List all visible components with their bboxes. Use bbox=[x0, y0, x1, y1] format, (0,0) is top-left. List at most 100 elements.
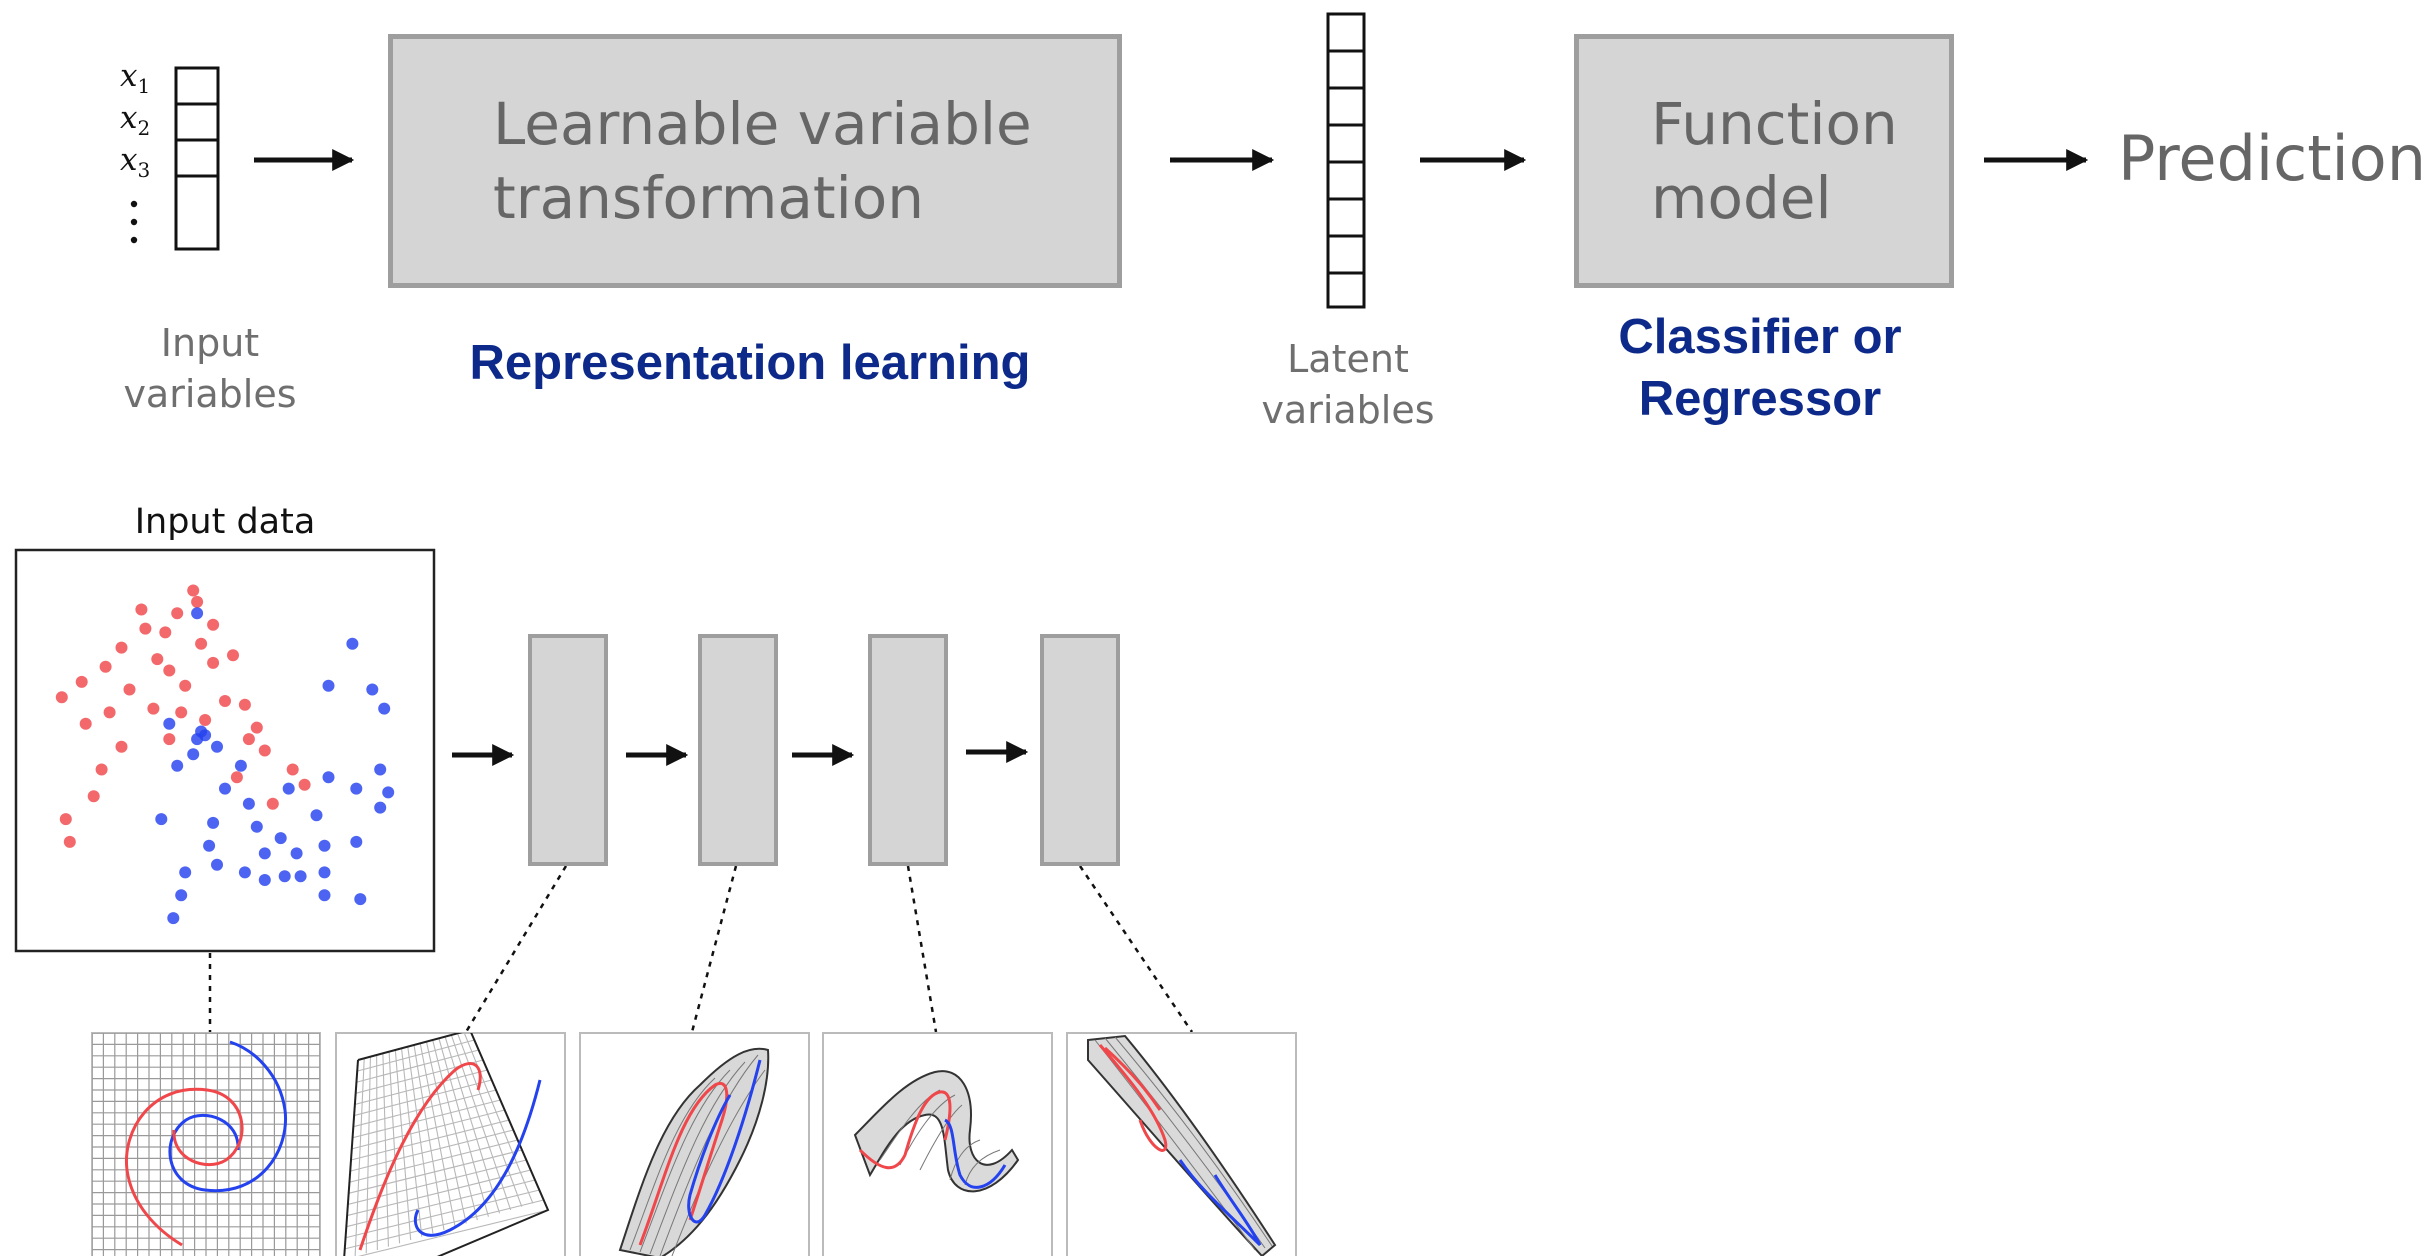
connector-layer-4 bbox=[1078, 865, 1194, 1033]
scatter-point bbox=[87, 790, 100, 803]
transformation-box: Learnable variable transformation bbox=[388, 34, 1122, 288]
scatter-point bbox=[115, 740, 128, 753]
scatter-point bbox=[278, 870, 291, 883]
scatter-point bbox=[163, 664, 176, 677]
scatter-point bbox=[350, 782, 363, 795]
scatter-point bbox=[207, 618, 220, 631]
input-variables-caption: Input variables bbox=[123, 321, 297, 416]
layer-box-1 bbox=[528, 634, 608, 866]
scatter-point bbox=[366, 683, 379, 696]
scatter-point bbox=[207, 816, 220, 829]
scatter-point bbox=[179, 679, 192, 692]
scatter-point bbox=[139, 622, 152, 635]
latent-cell bbox=[1326, 197, 1366, 238]
transform-panel-5 bbox=[1066, 1032, 1297, 1256]
input-cell bbox=[174, 66, 220, 106]
scatter-point bbox=[374, 763, 387, 776]
latent-cell bbox=[1326, 86, 1366, 127]
prediction-label: Prediction bbox=[2118, 122, 2427, 195]
scatter-point bbox=[175, 889, 188, 902]
scatter-point bbox=[199, 714, 212, 726]
scatter-point bbox=[167, 912, 180, 925]
function-model-box: Function model bbox=[1574, 34, 1954, 288]
layer-box-2 bbox=[698, 634, 778, 866]
scatter-point bbox=[258, 744, 271, 757]
scatter-point bbox=[191, 595, 204, 608]
scatter-point bbox=[378, 702, 391, 715]
scatter-point bbox=[59, 813, 72, 826]
connector-layer-3 bbox=[906, 865, 938, 1033]
scatter-point bbox=[147, 702, 160, 715]
scatter-point bbox=[238, 698, 251, 711]
input-data-title: Input data bbox=[134, 502, 316, 542]
scatter-points bbox=[55, 584, 395, 925]
transform-panel-4 bbox=[822, 1032, 1053, 1256]
scatter-point bbox=[187, 748, 200, 761]
representation-learning-caption: Representation learning bbox=[469, 336, 1031, 390]
scatter-point bbox=[187, 584, 200, 597]
scatter-point bbox=[258, 847, 271, 860]
scatter-point bbox=[282, 782, 295, 795]
scatter-point bbox=[191, 607, 204, 620]
scatter-point bbox=[95, 763, 108, 776]
scatter-point bbox=[211, 740, 223, 753]
scatter-point bbox=[318, 889, 331, 902]
scatter-point bbox=[207, 656, 220, 669]
scatter-point bbox=[230, 771, 243, 784]
scatter-point bbox=[374, 801, 387, 814]
connector-layer-1 bbox=[464, 865, 568, 1033]
scatter-point bbox=[274, 832, 287, 845]
scatter-point bbox=[199, 729, 212, 742]
scatter-point bbox=[250, 721, 263, 734]
input-cell bbox=[174, 138, 220, 178]
scatter-point bbox=[350, 835, 363, 848]
scatter-point bbox=[159, 626, 172, 639]
input-variable-2: x2 bbox=[120, 100, 151, 141]
scatter-point bbox=[354, 893, 367, 906]
scatter-point bbox=[310, 809, 323, 822]
scatter-point bbox=[242, 733, 255, 746]
latent-cell bbox=[1326, 160, 1366, 201]
vertical-ellipsis bbox=[130, 200, 138, 244]
input-variable-3: x3 bbox=[120, 142, 151, 183]
scatter-point bbox=[151, 653, 164, 666]
scatter-point bbox=[346, 637, 359, 650]
transformation-box-label: Learnable variable transformation bbox=[493, 90, 1032, 232]
scatter-point bbox=[298, 778, 311, 791]
input-data-plot-frame bbox=[14, 548, 436, 953]
scatter-point bbox=[242, 797, 255, 810]
scatter-point bbox=[318, 866, 331, 879]
input-vector bbox=[174, 66, 220, 251]
scatter-point bbox=[155, 813, 168, 826]
scatter-point bbox=[203, 839, 216, 852]
classifier-regressor-caption: Classifier or Regressor bbox=[1618, 310, 1902, 426]
connector-layer-2 bbox=[690, 865, 738, 1033]
latent-vector bbox=[1326, 12, 1366, 309]
scatter-point bbox=[163, 733, 176, 746]
scatter-point bbox=[227, 649, 239, 662]
scatter-point bbox=[290, 847, 303, 860]
scatter-point bbox=[115, 641, 128, 654]
function-model-box-label: Function model bbox=[1651, 90, 1898, 232]
scatter-point bbox=[175, 706, 188, 719]
input-variable-1: x1 bbox=[120, 58, 151, 99]
latent-cell bbox=[1326, 123, 1366, 164]
scatter-point bbox=[322, 771, 335, 784]
input-cell bbox=[174, 174, 220, 251]
scatter-point bbox=[211, 858, 223, 871]
scatter-point bbox=[219, 695, 231, 707]
scatter-point bbox=[75, 675, 88, 688]
scatter-point bbox=[171, 607, 184, 620]
latent-cell bbox=[1326, 12, 1366, 53]
scatter-point bbox=[171, 759, 184, 772]
transform-panel-3 bbox=[579, 1032, 810, 1256]
scatter-point bbox=[382, 786, 395, 799]
scatter-point bbox=[163, 717, 176, 730]
layer-box-4 bbox=[1040, 634, 1120, 866]
scatter-point bbox=[103, 706, 116, 719]
scatter-point bbox=[250, 820, 263, 833]
scatter-point bbox=[55, 691, 68, 704]
scatter-point bbox=[195, 637, 208, 650]
